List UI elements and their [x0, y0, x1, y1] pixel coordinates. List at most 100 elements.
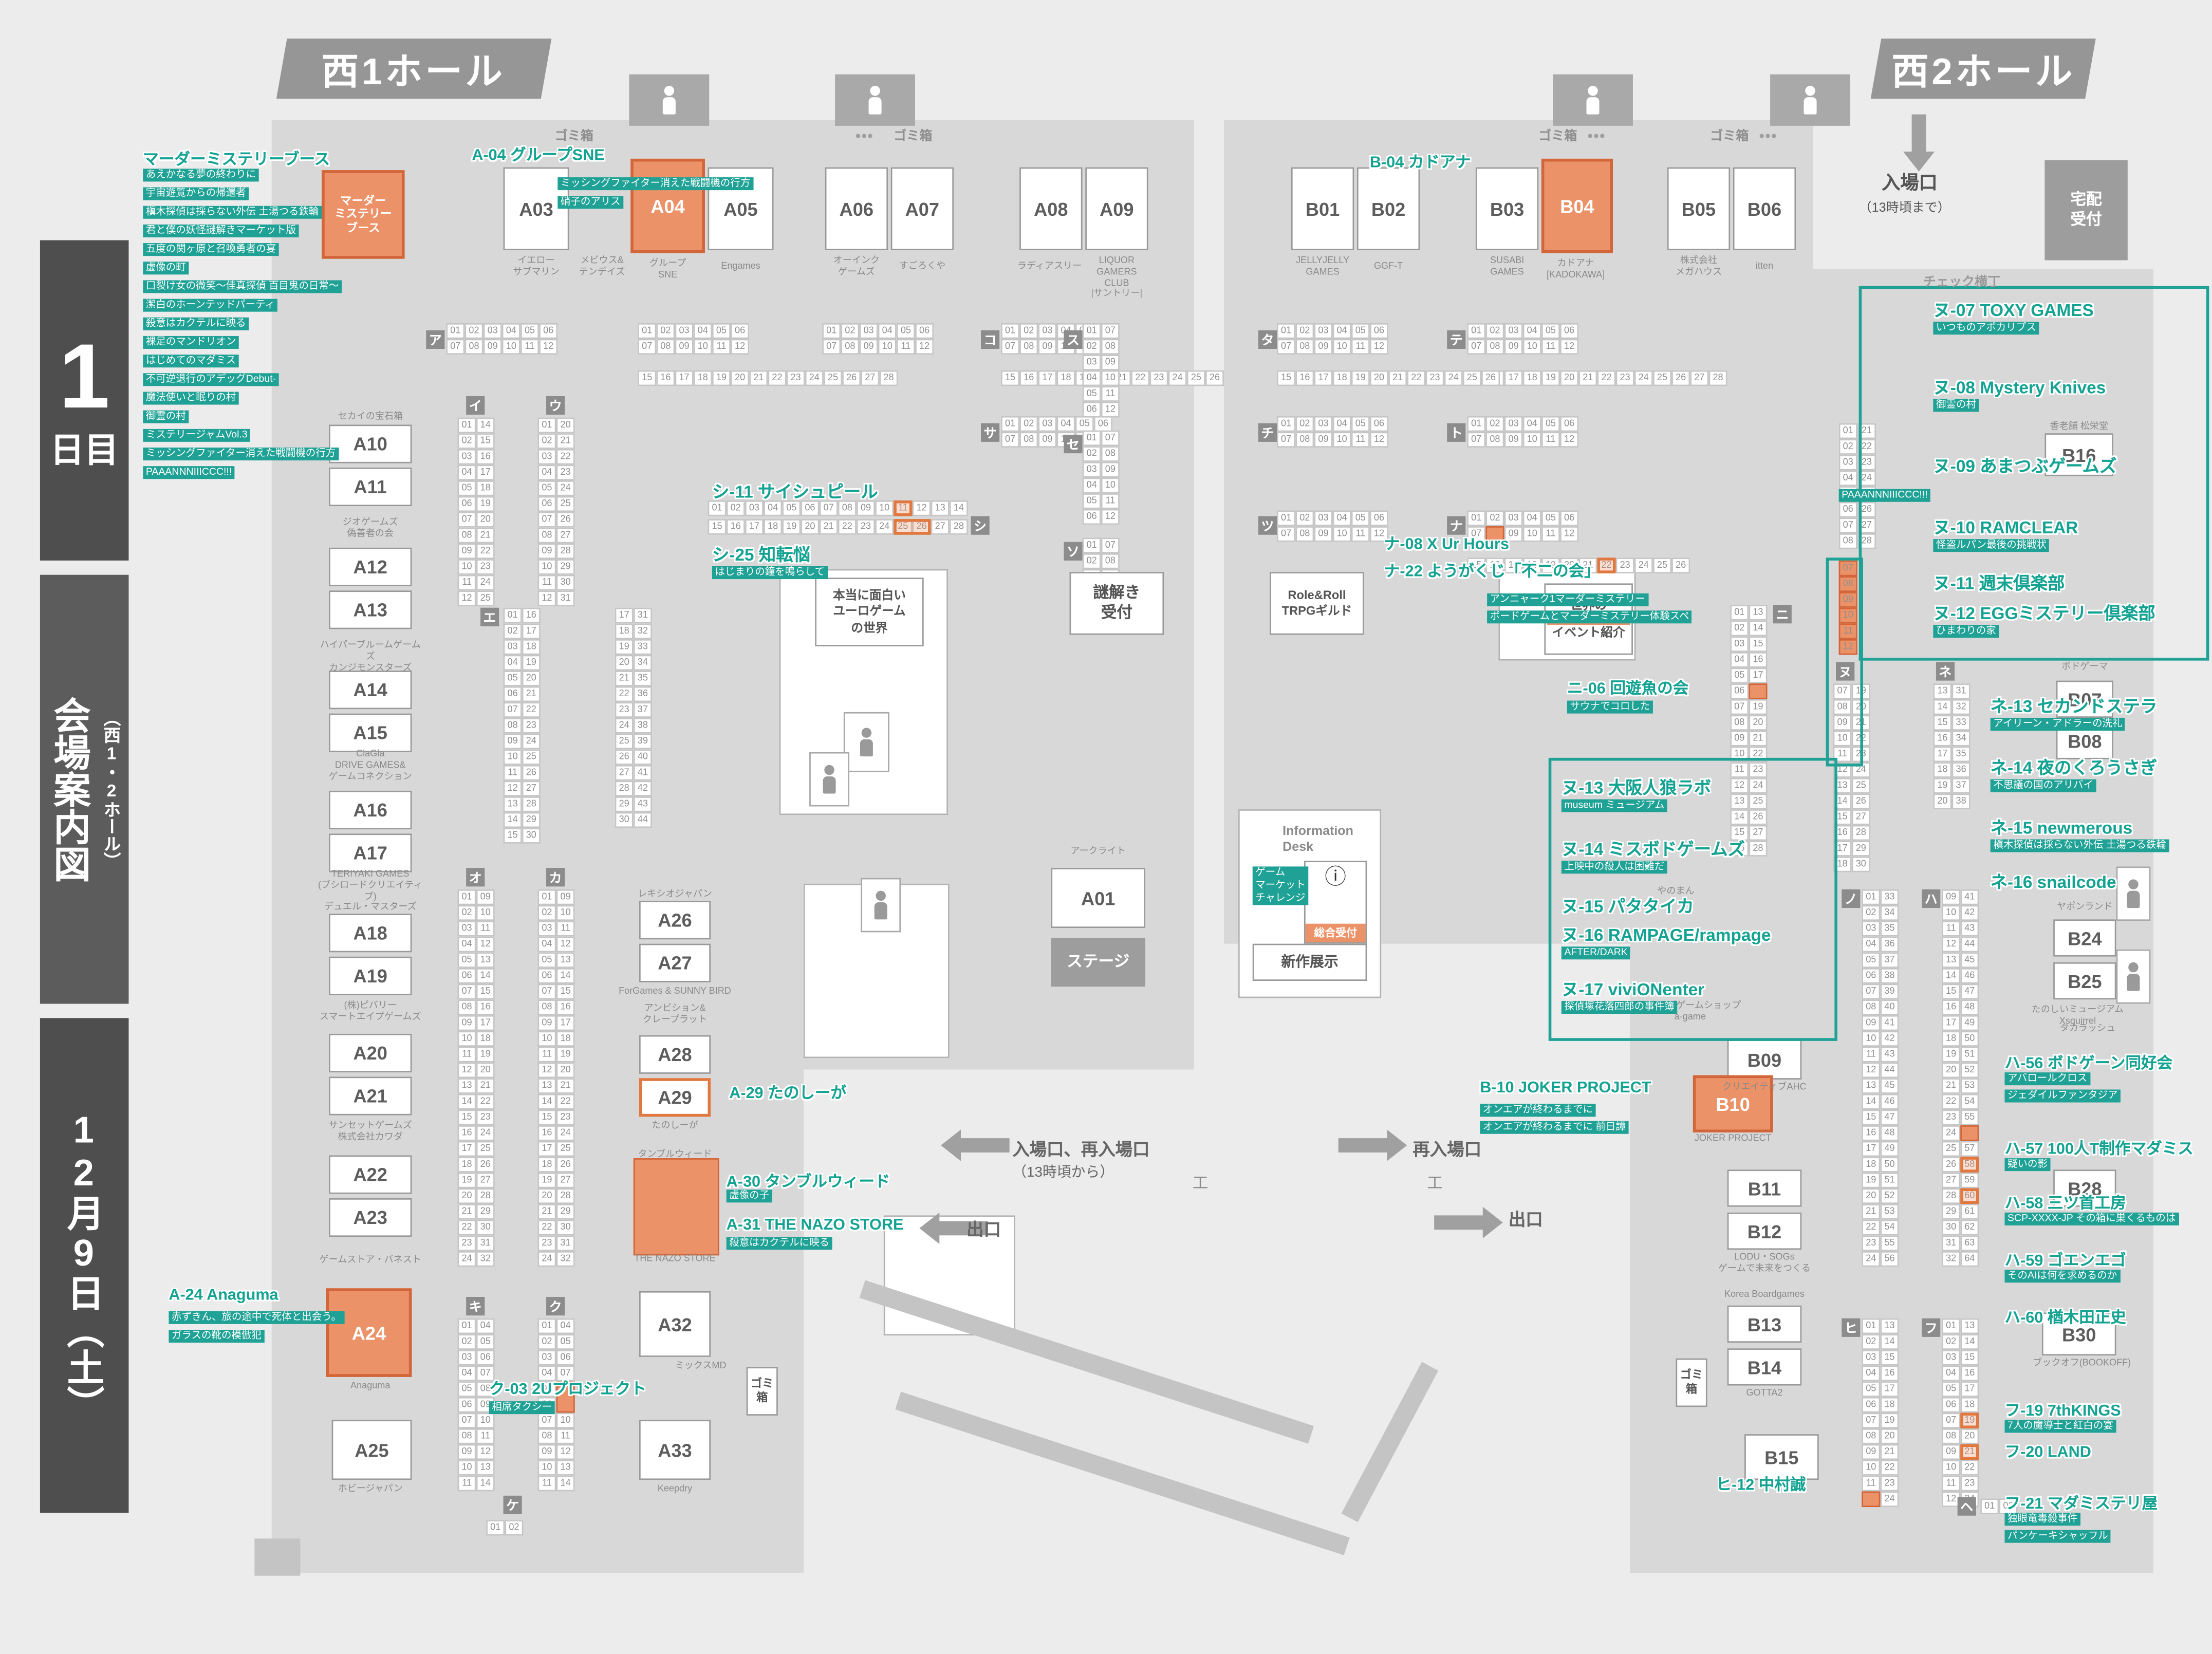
booth-A12: A12: [329, 547, 412, 586]
booth-cell: 13: [1933, 683, 1952, 699]
booth-cell: 22: [1880, 1460, 1899, 1476]
info-box: 本当に面白いユーロゲームの世界: [815, 578, 924, 646]
booth-cell: 04: [1332, 323, 1351, 339]
person-icon: [1587, 86, 1600, 115]
booth-cell: 14: [1730, 809, 1749, 825]
row-marker-サ: サ: [981, 423, 1000, 442]
booth-cell: 06: [1369, 510, 1389, 527]
booth-cell: 13: [1960, 1318, 1979, 1334]
booth-cell: 12: [556, 936, 575, 953]
booth-cell: 18: [693, 370, 712, 386]
booth-A13: A13: [329, 590, 412, 629]
booth-cell: 03: [1038, 416, 1057, 432]
booth-B01: B01: [1291, 167, 1354, 250]
row-marker-ア: ア: [426, 330, 445, 349]
map-text-label: （13時頃まで）: [1858, 200, 1950, 215]
booth-cell: 06: [1369, 416, 1389, 432]
booth-cell: 12: [1560, 526, 1579, 542]
booth-cell: 01: [1838, 423, 1857, 439]
person-icon: [875, 891, 887, 920]
booth-A07: A07: [890, 167, 954, 250]
booth-cell: 09: [476, 889, 495, 905]
booth-cell: 04: [537, 464, 556, 481]
toilet-icon: [629, 74, 710, 126]
row-marker-ク: ク: [546, 1296, 565, 1316]
booth-cell: 01: [1082, 323, 1101, 339]
vendor-label: ForGames & SUNNY BIRD: [619, 987, 731, 997]
exhibitor-title-chip: ミッシングファイター消えた戦闘機の行方: [143, 448, 339, 461]
booth-cell: 55: [1960, 1109, 1979, 1126]
booth-cell: 02: [1082, 339, 1101, 355]
booth-cell: 04: [878, 323, 897, 339]
booth-B09: B09: [1727, 1039, 1802, 1080]
booth-マーダーミステリーブース: マーダー ミステリー ブース: [322, 170, 405, 259]
booth-B11: B11: [1727, 1169, 1802, 1207]
booth-cell: 27: [1749, 825, 1768, 841]
booth-cell: 18: [537, 1157, 556, 1173]
booth-cell: 42: [1880, 1031, 1899, 1047]
exhibitor-callout-label: ネ-16 snailcode: [1990, 872, 2116, 893]
exhibitor-title-chip: AFTER/DARK: [1561, 946, 1631, 960]
highlight-region-outline: [1826, 557, 1863, 767]
booth-cell: 05: [1351, 416, 1370, 432]
booth-cell: 05: [782, 500, 801, 516]
booth-cell: 07: [1101, 430, 1120, 447]
booth-cell: 04: [457, 464, 476, 481]
booth-cell: 03: [1038, 323, 1057, 339]
booth-cell: 18: [1933, 762, 1952, 778]
booth-cell: 14: [556, 1475, 575, 1492]
booth-cell: 18: [476, 1031, 495, 1047]
booth-cell: 10: [537, 1460, 556, 1476]
booth-cell: 34: [1951, 731, 1971, 747]
booth-cell: 03: [1862, 1349, 1881, 1366]
exhibitor-callout-label: ハ-59 ゴエンエゴ: [2004, 1252, 2126, 1270]
booth-cell: 19: [522, 655, 541, 671]
booth-cell: 21: [556, 433, 575, 449]
exhibitor-title-chip: 御霊の村: [1933, 399, 1979, 412]
booth-cell: 39: [633, 733, 652, 750]
booth-A17: A17: [329, 833, 412, 872]
info-box-line: TRPGギルド: [1281, 603, 1352, 618]
booth-cell: 06: [1560, 416, 1579, 432]
service-box: 宅配 受付: [2044, 160, 2128, 261]
booth-cell: 21: [1942, 1078, 1961, 1094]
booth-cell: 10: [1332, 526, 1351, 542]
booth-cell: 08: [457, 1428, 476, 1444]
vendor-label: ホビージャパン: [338, 1484, 403, 1495]
booth-cell: 05: [1082, 386, 1101, 402]
booth-cell: 23: [1615, 557, 1634, 573]
booth-cell: 02: [1019, 416, 1038, 432]
person-icon: [2127, 879, 2140, 908]
booth-cell: 37: [1951, 777, 1971, 794]
booth-cell: 33: [633, 639, 652, 655]
booth-cell: 10: [1101, 370, 1120, 386]
booth-cell: 19: [1862, 1172, 1881, 1188]
booth-A01: A01: [1051, 868, 1146, 928]
booth-cell: 01: [822, 323, 841, 339]
info-box: 謎解き受付: [1069, 572, 1164, 635]
vendor-label: GGF-T: [1373, 262, 1403, 272]
booth-cell: 13: [1942, 952, 1961, 968]
booth-cell: 09: [537, 1015, 556, 1031]
booth-cell: 08: [656, 339, 675, 355]
exhibitor-callout-label: B-10 JOKER PROJECT: [1480, 1080, 1651, 1097]
booth-cell: 13: [1833, 777, 1852, 794]
booth-cell: 02: [505, 1520, 524, 1536]
booth-cell: 14: [476, 1475, 495, 1492]
booth-cell: 41: [633, 765, 652, 781]
booth-cell: 16: [1749, 652, 1768, 668]
exhibitor-callout-label: ヌ-10 RAMCLEAR: [1933, 517, 2078, 538]
booth-cell: 05: [1075, 416, 1094, 432]
booth-cell: 11: [476, 1428, 495, 1444]
booth-cell: 13: [476, 952, 495, 968]
day-label: 日目: [50, 431, 119, 470]
booth-cell: 10: [457, 559, 476, 575]
vendor-label: SUSABI GAMES: [1490, 256, 1525, 277]
booth-cell: 28: [1851, 825, 1870, 841]
booth-cell: 11: [712, 339, 731, 355]
booth-cell: 33: [1880, 889, 1899, 905]
vendor-label: Engames: [721, 262, 760, 272]
booth-cell: 13: [503, 796, 522, 812]
booth-cell: 05: [1541, 323, 1560, 339]
